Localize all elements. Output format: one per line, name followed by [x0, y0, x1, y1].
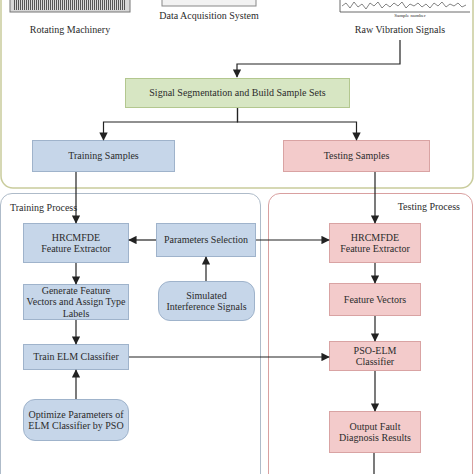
flow-arrow [129, 356, 329, 357]
machinery-grating [14, 0, 126, 10]
flow-arrow [104, 108, 238, 140]
node-text: Train ELM Classifier [33, 351, 119, 363]
input-group-outline [1, 0, 473, 188]
node-text: Training Samples [68, 150, 138, 162]
signal-axes [340, 0, 470, 12]
output-line [373, 452, 374, 474]
process-group: Training ProcessHRCMFDE Feature Extracto… [0, 193, 261, 474]
node-text: Generate Feature Vectors and Assign Type… [26, 285, 126, 320]
node-text: Feature Vectors [344, 294, 406, 306]
input-box: Simulated Interference Signals [158, 281, 255, 321]
sample-box: Training Samples [32, 140, 175, 172]
process-box: PSO-ELM Classifier [329, 341, 421, 371]
flow-arrow [75, 370, 76, 399]
node-text: Parameters Selection [164, 234, 248, 246]
group-heading: Training Process [10, 202, 77, 214]
flow-arrow [256, 239, 329, 240]
process-box: HRCMFDE Feature Extractor [329, 223, 421, 263]
node-text: PSO-ELM Classifier [334, 345, 416, 368]
process-box: HRCMFDE Feature Extractor [23, 223, 129, 263]
process-box: Generate Feature Vectors and Assign Type… [23, 284, 129, 320]
caption-label: Sample number [394, 13, 426, 18]
flow-arrow [75, 263, 76, 284]
flow-arrow [374, 371, 375, 411]
flow-arrow [75, 172, 76, 223]
flow-arrow [374, 263, 375, 283]
flow-arrow [75, 320, 76, 344]
process-box: Train ELM Classifier [23, 344, 129, 370]
process-box: Parameters Selection [156, 223, 256, 257]
caption-label: Raw Vibration Signals [355, 24, 445, 35]
node-text: Optimize Parameters of ELM Classifier by… [28, 409, 124, 432]
node-text: Simulated Interference Signals [163, 290, 250, 313]
sample-box: Testing Samples [283, 140, 430, 172]
caption-label: Rotating Machinery [30, 24, 110, 35]
group-heading: Testing Process [398, 201, 460, 213]
daq-illustration [162, 0, 256, 6]
process-group: Testing ProcessHRCMFDE Feature Extractor… [268, 193, 473, 474]
node-text: HRCMFDE Feature Extractor [38, 232, 114, 255]
input-arrow [237, 40, 400, 77]
output-box: Output Fault Diagnosis Results [329, 411, 421, 453]
node-text: Testing Samples [324, 150, 390, 162]
process-box: Optimize Parameters of ELM Classifier by… [23, 399, 129, 441]
machinery-illustration [10, 0, 130, 12]
flow-arrow [374, 172, 375, 223]
flow-arrow [205, 257, 206, 281]
node-text: Output Fault Diagnosis Results [334, 421, 416, 444]
process-box: Feature Vectors [329, 283, 421, 316]
node-text: HRCMFDE Feature Extractor [338, 232, 412, 255]
flow-arrow [238, 108, 357, 140]
flow-arrow [129, 239, 156, 240]
process-box: Signal Segmentation and Build Sample Set… [125, 78, 350, 108]
node-text: Signal Segmentation and Build Sample Set… [149, 87, 325, 99]
flow-arrow [374, 316, 375, 341]
vibration-waveform [342, 2, 466, 9]
caption-label: Data Acquisition System [159, 10, 258, 21]
